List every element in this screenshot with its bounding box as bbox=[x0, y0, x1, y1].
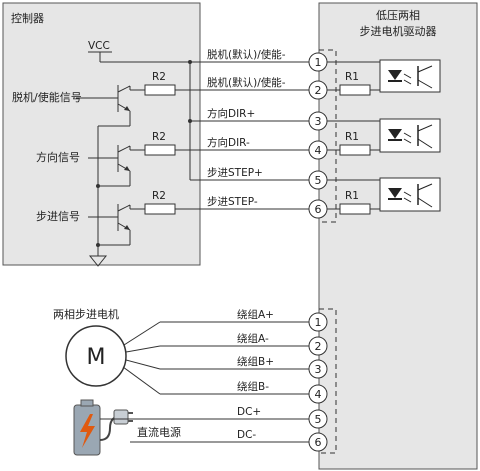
signal-label-direction: 方向信号 bbox=[36, 150, 80, 164]
optocoupler-icon bbox=[379, 177, 441, 212]
control-terminal-2: 2 bbox=[308, 80, 328, 100]
power-pin-label-5: DC+ bbox=[237, 406, 261, 418]
control-terminal-3: 3 bbox=[308, 111, 328, 131]
resistor-r2-1 bbox=[144, 84, 176, 96]
svg-text:6: 6 bbox=[315, 436, 322, 449]
motor-wire-a-minus bbox=[125, 345, 161, 353]
resistor-r1-2 bbox=[339, 144, 371, 156]
control-terminal-6: 6 bbox=[308, 199, 328, 219]
svg-text:6: 6 bbox=[315, 203, 322, 216]
junction-dot bbox=[188, 60, 192, 64]
pin-label-3: 方向DIR+ bbox=[207, 107, 255, 120]
power-supply-icon bbox=[73, 399, 133, 456]
transistor-3 bbox=[98, 204, 145, 246]
power-pin-label-3: 绕组B+ bbox=[237, 355, 274, 368]
control-terminal-5: 5 bbox=[308, 170, 328, 190]
resistor-r1-3 bbox=[339, 203, 371, 215]
svg-text:1: 1 bbox=[315, 56, 322, 69]
power-pin-label-6: DC- bbox=[237, 429, 256, 441]
pin-label-5: 步进STEP+ bbox=[207, 167, 263, 179]
control-terminal-1: 1 bbox=[308, 52, 328, 72]
driver-title-line1: 低压两相 bbox=[376, 9, 420, 22]
resistor-r2-1-label: R2 bbox=[152, 71, 166, 83]
motor-wire-b-minus bbox=[122, 366, 161, 395]
power-terminal-1: 1 bbox=[308, 312, 328, 332]
motor-icon bbox=[65, 325, 127, 387]
signal-label-step: 步进信号 bbox=[36, 210, 80, 223]
controller-title: 控制器 bbox=[11, 11, 44, 25]
resistor-r2-3-label: R2 bbox=[152, 190, 166, 202]
power-pin-label-4: 绕组B- bbox=[237, 380, 269, 393]
svg-text:3: 3 bbox=[315, 363, 322, 376]
optocoupler-icon bbox=[379, 59, 441, 93]
svg-text:2: 2 bbox=[315, 340, 322, 353]
power-label: 直流电源 bbox=[137, 425, 181, 439]
resistor-r1-2-label: R1 bbox=[345, 131, 359, 143]
ground-symbol bbox=[88, 184, 108, 267]
power-terminal-4: 4 bbox=[308, 384, 328, 404]
power-terminal-5: 5 bbox=[308, 409, 328, 429]
control-connector-outline bbox=[319, 49, 337, 223]
motor-wire-b-plus bbox=[125, 359, 161, 370]
resistor-r2-2 bbox=[144, 144, 176, 156]
power-terminal-3: 3 bbox=[308, 359, 328, 379]
pin-label-4: 方向DIR- bbox=[207, 136, 250, 149]
svg-text:5: 5 bbox=[315, 413, 322, 426]
resistor-r1-1 bbox=[339, 84, 371, 96]
control-terminal-4: 4 bbox=[308, 140, 328, 160]
resistor-r1-3-label: R1 bbox=[345, 190, 359, 202]
power-terminal-2: 2 bbox=[308, 336, 328, 356]
power-terminal-6: 6 bbox=[308, 432, 328, 452]
vcc-label: VCC bbox=[88, 40, 110, 52]
motor-wire-a-plus bbox=[123, 321, 161, 346]
resistor-r1-1-label: R1 bbox=[345, 71, 359, 83]
power-pin-label-1: 绕组A+ bbox=[237, 308, 274, 321]
pin-label-6: 步进STEP- bbox=[207, 196, 258, 208]
pin-label-1: 脱机(默认)/使能- bbox=[207, 48, 286, 61]
svg-text:2: 2 bbox=[315, 84, 322, 97]
svg-text:1: 1 bbox=[315, 316, 322, 329]
svg-text:5: 5 bbox=[315, 174, 322, 187]
resistor-r2-2-label: R2 bbox=[152, 131, 166, 143]
motor-symbol: M bbox=[87, 345, 106, 370]
motor-title: 两相步进电机 bbox=[53, 307, 119, 321]
svg-text:4: 4 bbox=[315, 144, 322, 157]
driver-title-line2: 步进电机驱动器 bbox=[360, 24, 437, 38]
pin-label-2: 脱机(默认)/使能- bbox=[207, 76, 286, 89]
transistor-2 bbox=[98, 145, 145, 187]
power-pin-label-2: 绕组A- bbox=[237, 332, 269, 345]
svg-text:4: 4 bbox=[315, 388, 322, 401]
signal-label-enable: 脱机/使能信号 bbox=[12, 90, 82, 104]
optocoupler-icon bbox=[379, 118, 441, 153]
controller-box bbox=[2, 2, 201, 266]
svg-text:3: 3 bbox=[315, 115, 322, 128]
resistor-r2-3 bbox=[144, 203, 176, 215]
